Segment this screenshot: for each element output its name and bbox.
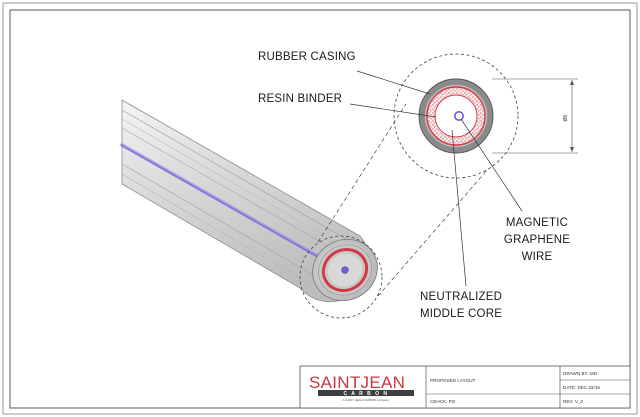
saint-jean-carbon-logo: SAINTJEAN C A R B O N A SAINT JEAN CARBO… — [309, 373, 414, 402]
dimension-label: Ø6 — [563, 114, 569, 121]
cross-section-detail — [418, 78, 494, 154]
graphene-core-wire — [120, 143, 346, 273]
leader-rubber-casing — [356, 70, 431, 95]
tube-line — [121, 118, 352, 252]
leader-magnetic-wire — [460, 118, 523, 212]
tb-date: DATE: DEC 22/15 — [563, 385, 600, 390]
title-block: SAINTJEAN C A R B O N A SAINT JEAN CARBO… — [299, 365, 631, 409]
tb-proposed-layout: PROPOSED LAYOUT — [430, 378, 476, 383]
diameter-dimension: Ø6 — [492, 78, 578, 154]
resin-ring-end — [321, 248, 369, 292]
tube-line — [121, 163, 321, 280]
cable-end-face — [312, 238, 378, 302]
tb-checked: CEHCK. PO — [430, 399, 456, 404]
projection-line — [377, 168, 489, 297]
label-neutralized-2: MIDDLE CORE — [420, 308, 502, 320]
inner-frame — [9, 9, 631, 409]
cable-body — [120, 99, 378, 303]
label-neutralized-1: NEUTRALIZED — [420, 291, 502, 303]
tb-rev: REV: V_0 — [563, 399, 583, 404]
detail-zoom-circle-large — [393, 53, 519, 179]
tube-line — [121, 109, 356, 245]
label-resin-binder: RESIN BINDER — [258, 93, 342, 105]
label-magnetic-1: MAGNETIC — [506, 217, 568, 229]
label-rubber-casing: RUBBER CASING — [258, 51, 356, 63]
projection-line — [317, 103, 407, 243]
logo-subword: C A R B O N — [343, 391, 388, 397]
logo-tagline: A SAINT JEAN CARBON company — [343, 398, 390, 402]
magnetic-graphene-wire — [453, 111, 464, 122]
leader-resin-binder — [349, 103, 437, 118]
tb-drawn-by: DRAWN BY: MD — [563, 371, 598, 376]
label-magnetic-3: WIRE — [522, 251, 553, 263]
core-end — [341, 266, 349, 274]
graphene-core-highlight — [121, 143, 345, 271]
leader-neutralized-core — [451, 129, 467, 287]
logo-wordmark: SAINTJEAN — [309, 373, 405, 392]
tube-line — [121, 127, 350, 259]
tube-line — [121, 173, 311, 285]
label-magnetic-2: GRAPHENE — [504, 234, 570, 246]
detail-zoom-circle-small — [299, 235, 383, 319]
